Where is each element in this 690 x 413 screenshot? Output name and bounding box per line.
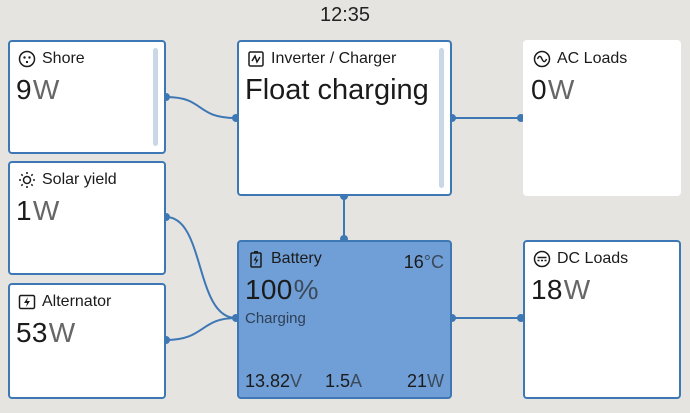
inverter-icon bbox=[248, 51, 264, 67]
dc-loads-header: DC Loads bbox=[533, 250, 628, 268]
solar-header: Solar yield bbox=[18, 171, 117, 189]
ac-loads-power-value: 0 bbox=[531, 74, 547, 105]
battery-temperature-value: 16 bbox=[403, 252, 424, 272]
dc-loads-power-unit: W bbox=[563, 274, 591, 305]
battery-soc: 100% bbox=[245, 274, 319, 306]
ac-loads-tile[interactable]: AC Loads 0W bbox=[523, 40, 681, 196]
alternator-tile[interactable]: Alternator 53W bbox=[8, 283, 166, 399]
inverter-header: Inverter / Charger bbox=[247, 50, 396, 68]
inverter-charger-tile[interactable]: Inverter / Charger Float charging bbox=[237, 40, 452, 196]
ac-loads-header: AC Loads bbox=[533, 50, 627, 68]
status-clock: 12:35 bbox=[319, 4, 371, 26]
alternator-power-unit: W bbox=[48, 317, 76, 348]
shore-title: Shore bbox=[42, 50, 85, 67]
ac-loads-power-unit: W bbox=[547, 74, 575, 105]
solar-power: 1W bbox=[16, 195, 60, 227]
alternator-power-value: 53 bbox=[16, 317, 48, 348]
alternator-title: Alternator bbox=[42, 293, 112, 310]
alternator-power: 53W bbox=[16, 317, 75, 349]
ac-loads-power: 0W bbox=[531, 74, 575, 106]
battery-state: Charging bbox=[245, 310, 306, 327]
solar-title: Solar yield bbox=[42, 171, 117, 188]
alternator-icon bbox=[18, 294, 36, 310]
battery-temperature: 16°C bbox=[404, 252, 444, 273]
battery-tile[interactable]: Battery 16°C 100% Charging 13.82V 1.5A 2… bbox=[237, 240, 452, 399]
battery-current-unit: A bbox=[350, 371, 363, 391]
alternator-header: Alternator bbox=[18, 293, 111, 311]
solar-power-value: 1 bbox=[16, 195, 32, 226]
battery-temperature-unit: °C bbox=[423, 252, 444, 272]
solar-power-unit: W bbox=[32, 195, 60, 226]
shore-plug-icon bbox=[18, 50, 36, 68]
battery-voltage: 13.82V bbox=[245, 371, 302, 392]
shore-tile[interactable]: Shore 9W bbox=[8, 40, 166, 154]
battery-power-value: 21 bbox=[406, 371, 427, 391]
battery-current: 1.5A bbox=[325, 371, 362, 392]
shore-power-unit: W bbox=[32, 74, 60, 105]
ac-loads-title: AC Loads bbox=[557, 50, 628, 67]
dc-loads-title: DC Loads bbox=[557, 250, 629, 267]
sun-icon bbox=[19, 172, 35, 188]
battery-charging-icon bbox=[250, 251, 262, 268]
battery-voltage-value: 13.82 bbox=[245, 371, 291, 391]
shore-power: 9W bbox=[16, 74, 60, 106]
battery-power-unit: W bbox=[427, 371, 444, 391]
battery-title: Battery bbox=[271, 250, 322, 267]
dc-loads-power-value: 18 bbox=[531, 274, 563, 305]
battery-voltage-unit: V bbox=[290, 371, 303, 391]
inverter-scrollbar[interactable] bbox=[439, 48, 444, 188]
shore-header: Shore bbox=[18, 50, 85, 68]
battery-power: 21W bbox=[407, 371, 444, 392]
dc-loads-tile[interactable]: DC Loads 18W bbox=[523, 240, 681, 399]
battery-current-value: 1.5 bbox=[325, 371, 351, 391]
dc-loads-power: 18W bbox=[531, 274, 590, 306]
dc-icon bbox=[533, 250, 551, 268]
battery-soc-value: 100 bbox=[245, 274, 293, 305]
shore-scrollbar[interactable] bbox=[153, 48, 158, 146]
inverter-state: Float charging bbox=[245, 74, 429, 106]
battery-header: Battery bbox=[247, 250, 322, 268]
solar-tile[interactable]: Solar yield 1W bbox=[8, 161, 166, 275]
shore-power-value: 9 bbox=[16, 74, 32, 105]
battery-soc-unit: % bbox=[293, 274, 319, 305]
inverter-title: Inverter / Charger bbox=[271, 50, 397, 67]
ac-wave-icon bbox=[533, 50, 551, 68]
